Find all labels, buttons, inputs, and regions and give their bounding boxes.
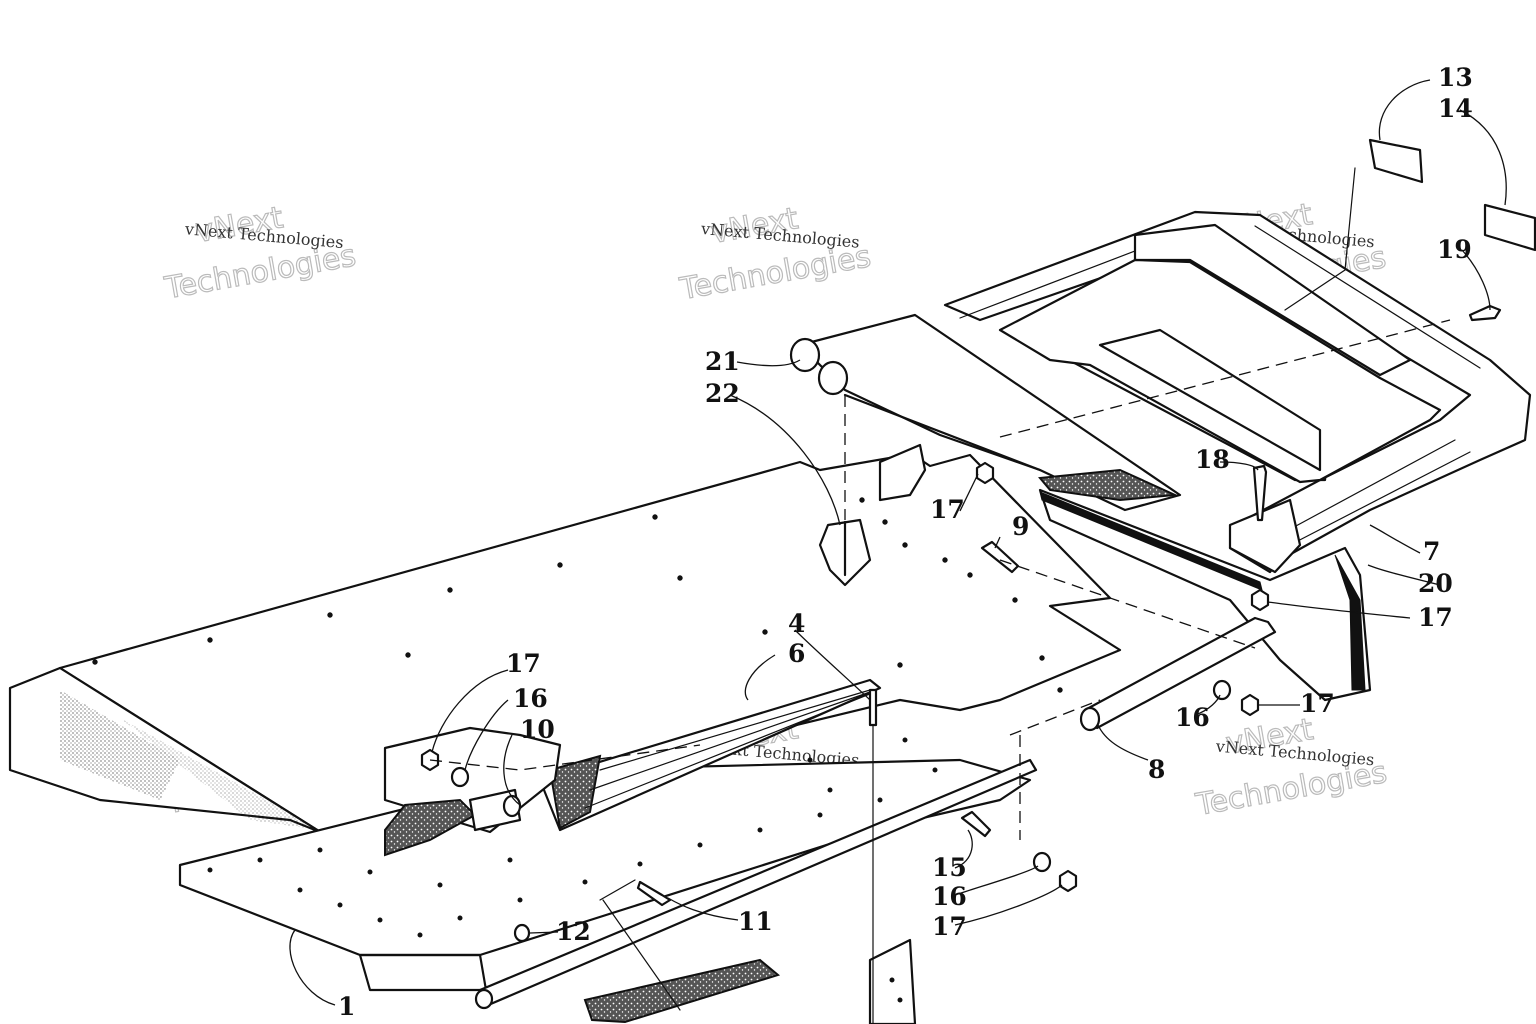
callout-22: 22	[705, 379, 740, 408]
nut-17-d	[1240, 693, 1260, 717]
callout-15: 15	[932, 853, 967, 882]
callout-16-b: 16	[513, 684, 548, 713]
callout-19: 19	[1437, 235, 1472, 264]
nut-17-e	[1058, 869, 1078, 893]
board-holes	[207, 737, 938, 938]
watermark-top-left: vNext Technologies vNext Technologies	[161, 200, 359, 307]
watermark-top-center: vNext Technologies vNext Technologies	[676, 201, 874, 308]
callout-16-a: 16	[932, 882, 967, 911]
callout-6: 6	[788, 639, 805, 668]
rivet-row	[92, 497, 1063, 693]
bolt-18	[1252, 464, 1268, 522]
callout-21: 21	[705, 347, 740, 376]
callout-20: 20	[1418, 569, 1453, 598]
washer-16-c	[1032, 851, 1052, 873]
washer-16-b	[1212, 679, 1232, 701]
nut-17-c	[1250, 588, 1270, 612]
nut-17-b	[975, 461, 995, 485]
traction-pad-lower	[583, 958, 781, 1024]
watermark-bottom-right: vNext Technologies vNext Technologies	[1192, 711, 1390, 823]
screw-19	[1468, 304, 1502, 322]
plug-12	[513, 923, 531, 943]
callout-8: 8	[1148, 755, 1165, 784]
callout-17-b: 17	[930, 495, 965, 524]
callout-17-e: 17	[932, 912, 967, 941]
screw-11	[636, 880, 672, 907]
hitch-assembly	[789, 313, 1182, 512]
callout-17-d: 17	[1300, 689, 1335, 718]
callout-9: 9	[1012, 512, 1029, 541]
callout-16-c: 16	[1175, 703, 1210, 732]
callout-13: 13	[1438, 63, 1473, 92]
callout-10: 10	[520, 715, 555, 744]
rear-bumper-assembly	[943, 210, 1532, 574]
callout-18: 18	[1195, 445, 1230, 474]
callout-7: 7	[1423, 537, 1440, 566]
callouts: 1 4 6 7 8 9 10 11 12 13 14 15 16 16 16 1…	[338, 63, 1473, 1021]
washer-16-a	[450, 766, 470, 788]
callout-1: 1	[338, 992, 355, 1021]
callout-14: 14	[1438, 94, 1473, 123]
part-6-strip	[538, 678, 882, 832]
bolt-15	[960, 810, 992, 838]
grab-bar	[1079, 616, 1277, 732]
rivet-4	[868, 688, 878, 727]
running-board	[178, 737, 1038, 1010]
callout-17-a: 17	[506, 649, 541, 678]
reflector-14	[1483, 203, 1536, 252]
bolt-9	[980, 540, 1020, 574]
fasteners	[420, 304, 1502, 943]
leader-lines	[289, 79, 1507, 1024]
callout-12: 12	[556, 917, 591, 946]
callout-4: 4	[788, 609, 805, 638]
reflector-13	[1368, 138, 1424, 184]
callout-17-c: 17	[1418, 603, 1453, 632]
callout-11: 11	[738, 907, 773, 936]
